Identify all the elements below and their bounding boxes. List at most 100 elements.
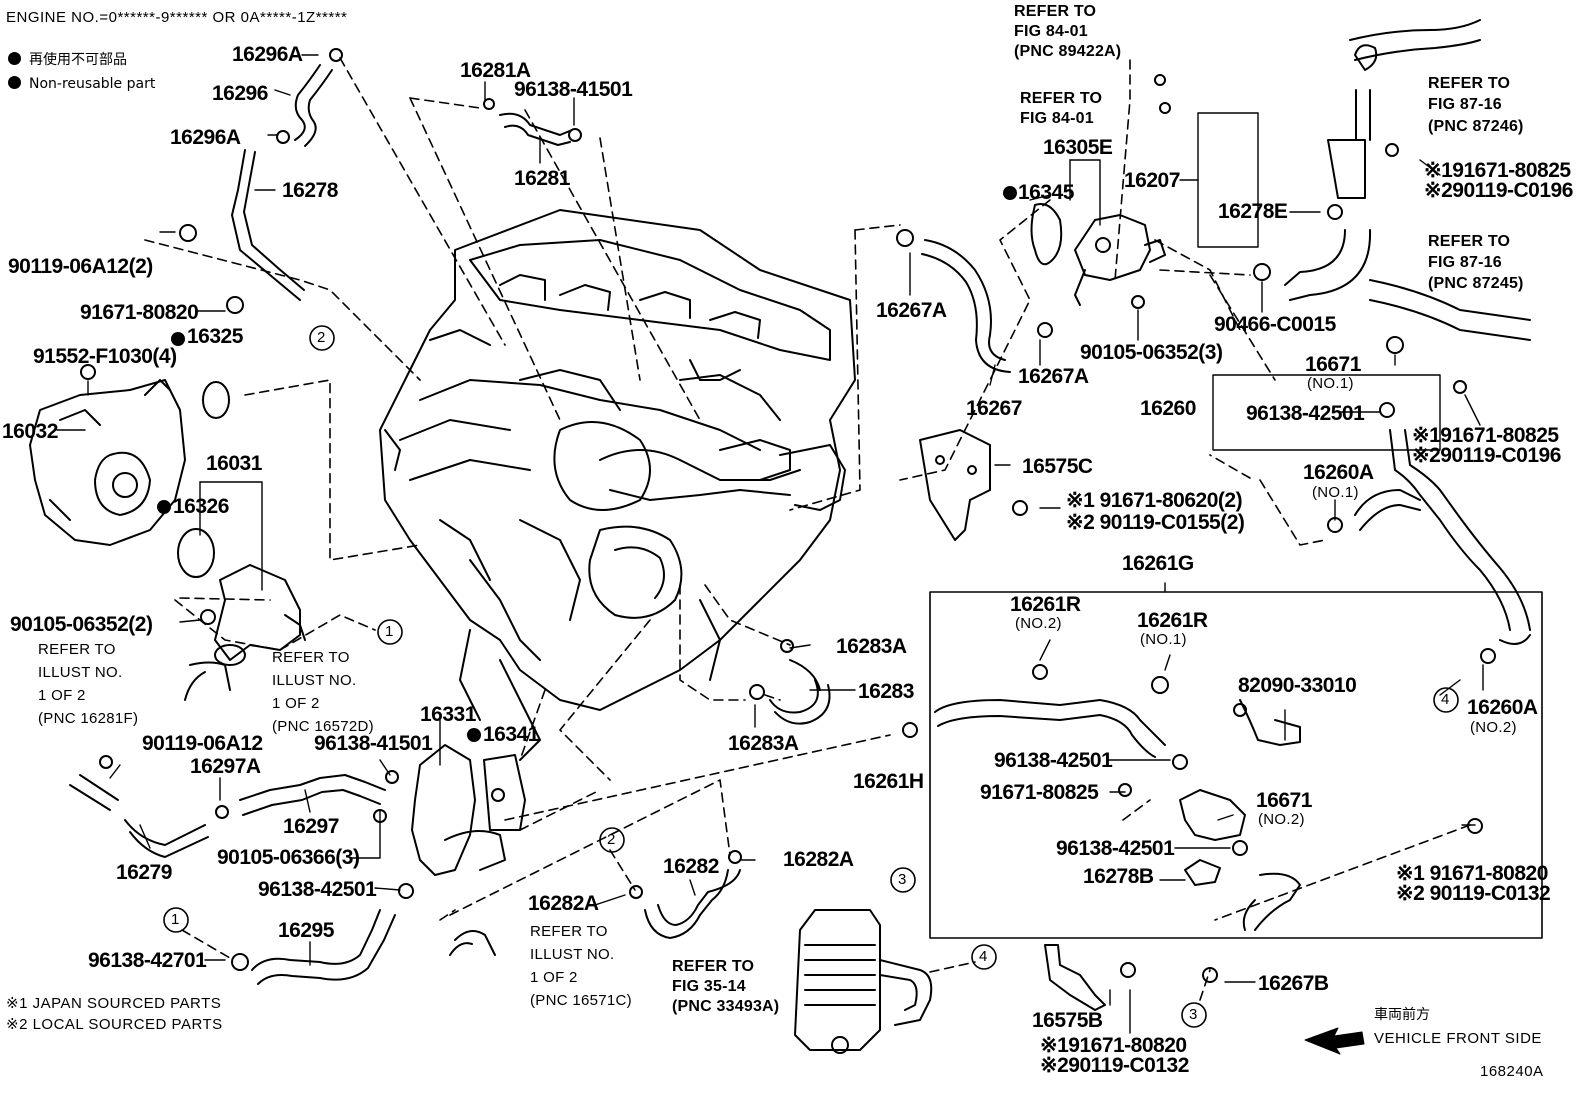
ref-illust-a-1: REFER TO <box>38 641 116 658</box>
part-16260: 16260 <box>1140 397 1196 420</box>
part-16278B: 16278B <box>1083 865 1154 888</box>
part-96138-41501-top: 96138-41501 <box>514 78 633 101</box>
part-16326: 16326 <box>173 495 229 518</box>
part-290119-C0196-b: ※290119-C0196 <box>1412 444 1561 467</box>
engine-number-header: ENGINE NO.=0******-9****** OR 0A*****-1Z… <box>6 9 348 26</box>
part-16279: 16279 <box>116 861 172 884</box>
part-16031: 16031 <box>206 452 262 475</box>
part-16296: 16296 <box>212 82 268 105</box>
part-191671-80825-b: ※191671-80825 <box>1412 424 1559 447</box>
legend-jp-text: 再使用不可部品 <box>29 52 127 68</box>
direction-label-jp: 車両前方 <box>1374 1007 1430 1023</box>
part-16296A-bottom: 16296A <box>170 126 241 149</box>
callout-3b: 3 <box>1189 1006 1198 1023</box>
hoses <box>69 19 1531 985</box>
part-96138-42501-right: 96138-42501 <box>1246 402 1365 425</box>
callout-2: 2 <box>317 329 326 346</box>
part-90105-06352-3: 90105-06352(3) <box>1080 341 1223 364</box>
part-16260A-no2-sub: (NO.2) <box>1470 719 1517 736</box>
part-16297A: 16297A <box>190 755 261 778</box>
ref-fig8716-a-1: REFER TO <box>1428 75 1511 92</box>
part-16278: 16278 <box>282 179 338 202</box>
clamps-and-bolts <box>80 44 1496 983</box>
part-82090-33010: 82090-33010 <box>1238 674 1357 697</box>
part-90466-C0015: 90466-C0015 <box>1214 313 1336 336</box>
legend-en-text: Non-reusable part <box>29 76 156 92</box>
part-16261R-no1-sub: (NO.1) <box>1140 631 1187 648</box>
engine-block-illustration <box>379 209 856 761</box>
ref-fig3514-2: FIG 35-14 <box>672 978 746 995</box>
callout-1b: 1 <box>171 911 180 928</box>
ref-fig8716-a-2: FIG 87-16 <box>1428 96 1502 113</box>
part-16267A-bottom: 16267A <box>1018 365 1089 388</box>
ref-illust-a-2: ILLUST NO. <box>38 664 123 681</box>
ref-fig8401-a-3: (PNC 89422A) <box>1014 43 1122 60</box>
part-96138-42501-box1: 96138-42501 <box>994 749 1113 772</box>
ref-fig8401-a-1: REFER TO <box>1014 3 1097 20</box>
ref-illust-c-2: ILLUST NO. <box>530 946 615 963</box>
part-16297: 16297 <box>283 815 339 838</box>
water-outlet-illustration <box>411 744 526 876</box>
part-16267A-top: 16267A <box>876 299 947 322</box>
ref-illust-c-3: 1 OF 2 <box>530 969 578 986</box>
footnote-japan-sourced: ※1 JAPAN SOURCED PARTS <box>6 995 222 1012</box>
part-91552-F1030-4: 91552-F1030(4) <box>33 345 177 368</box>
non-reusable-dots <box>157 186 1017 742</box>
dashed-leaders <box>144 57 1471 1001</box>
part-16267B: 16267B <box>1258 972 1329 995</box>
ref-fig8716-b-2: FIG 87-16 <box>1428 254 1502 271</box>
part-91671-80825-box: 91671-80825 <box>980 781 1099 804</box>
ref-fig3514-3: (PNC 33493A) <box>672 998 780 1015</box>
part-96138-42501-box2: 96138-42501 <box>1056 837 1175 860</box>
callout-4: 4 <box>979 948 988 965</box>
pipe-illustration <box>1179 789 1246 886</box>
water-valve-illustration <box>1074 214 1166 306</box>
part-16575C-bolt-2: ※2 90119-C0155(2) <box>1066 511 1245 534</box>
callout-4b: 4 <box>1441 691 1450 708</box>
part-16261R-no1: 16261R <box>1137 609 1208 632</box>
callout-3: 3 <box>898 871 907 888</box>
direction-label-en: VEHICLE FRONT SIDE <box>1374 1030 1542 1047</box>
part-96138-42701: 96138-42701 <box>88 949 207 972</box>
part-16282A-right: 16282A <box>783 848 854 871</box>
part-16282: 16282 <box>663 855 719 878</box>
part-16261G: 16261G <box>1122 552 1194 575</box>
leader-lines <box>56 54 1484 1034</box>
part-90119-06A12-2: 90119-06A12(2) <box>8 255 153 278</box>
group-box-16261G <box>929 591 1543 939</box>
ref-illust-b-2: ILLUST NO. <box>272 672 357 689</box>
part-290119-C0196-a: ※290119-C0196 <box>1424 179 1573 202</box>
ref-illust-a-4: (PNC 16281F) <box>38 710 139 727</box>
part-16281: 16281 <box>514 167 570 190</box>
legend-dot-icon <box>8 76 21 89</box>
part-16331: 16331 <box>420 703 476 726</box>
part-96138-41501-mid: 96138-41501 <box>314 732 433 755</box>
part-90119-06A12: 90119-06A12 <box>142 732 263 755</box>
part-16671-no2: 16671 <box>1256 789 1312 812</box>
part-16325: 16325 <box>187 325 243 348</box>
part-16575C: 16575C <box>1022 455 1093 478</box>
part-16575B-bolt-1: ※191671-80820 <box>1040 1034 1187 1057</box>
ref-illust-b-3: 1 OF 2 <box>272 695 320 712</box>
ref-fig8401-a-2: FIG 84-01 <box>1014 23 1088 40</box>
part-16261R-no2-sub: (NO.2) <box>1015 615 1062 632</box>
part-16283: 16283 <box>858 680 914 703</box>
footnote-local-sourced: ※2 LOCAL SOURCED PARTS <box>6 1016 223 1033</box>
part-16278E: 16278E <box>1218 200 1288 223</box>
part-16261H: 16261H <box>853 770 924 793</box>
ref-illust-a-3: 1 OF 2 <box>38 687 86 704</box>
part-16345: 16345 <box>1018 181 1074 204</box>
ref-fig8401-b-2: FIG 84-01 <box>1020 110 1094 127</box>
part-16281A: 16281A <box>460 59 531 82</box>
legend-dot-icon <box>8 52 21 65</box>
part-16283A-top: 16283A <box>836 635 907 658</box>
thermostat-housing-illustration <box>214 564 306 666</box>
part-16575C-bolt-1: ※1 91671-80620(2) <box>1066 489 1243 512</box>
part-16575B-bolt-2: ※290119-C0132 <box>1040 1054 1189 1077</box>
part-16267: 16267 <box>966 397 1022 420</box>
part-16295: 16295 <box>278 919 334 942</box>
part-16260A-no1-sub: (NO.1) <box>1312 484 1359 501</box>
bracket-illustration <box>919 429 991 541</box>
